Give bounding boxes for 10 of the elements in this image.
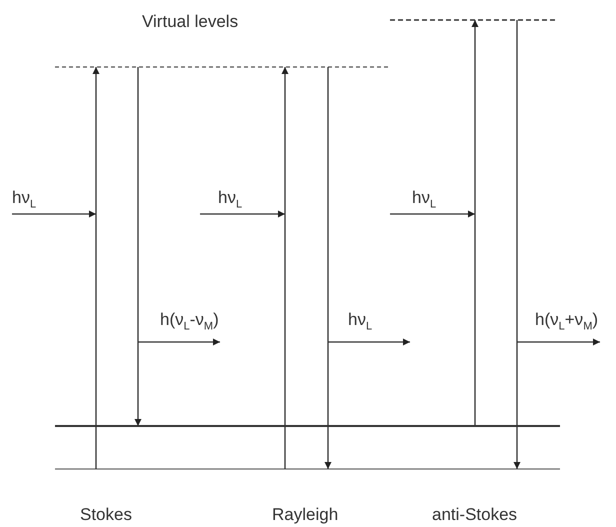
photon-label: hν$_{L}$ [218, 188, 242, 212]
process-label: Rayleigh [272, 505, 338, 525]
photon-label: hν$_{L}$ [412, 188, 436, 212]
photon-label: hν$_{L}$ [12, 188, 36, 212]
level-label: Virtual levels [142, 12, 238, 32]
photon-label: h(ν$_{L}$+ν$_{M}$) [535, 310, 598, 334]
photon-label: h(ν$_{L}$-ν$_{M}$) [160, 310, 219, 334]
process-label: Stokes [80, 505, 132, 525]
photon-label: hν$_{L}$ [348, 310, 372, 334]
process-label: anti-Stokes [432, 505, 518, 525]
